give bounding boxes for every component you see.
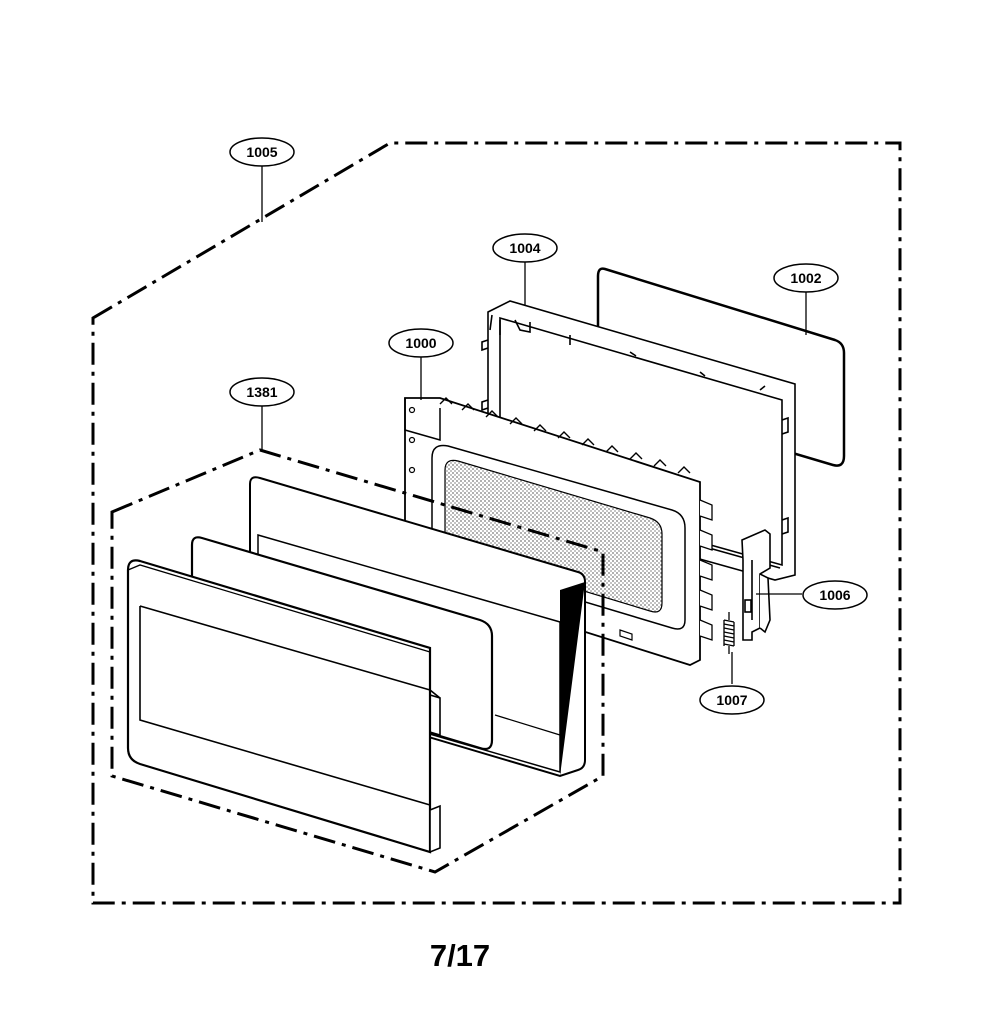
part-1007-spring (723, 612, 735, 654)
callout-label-1002: 1002 (790, 270, 821, 286)
leader-lines (261, 166, 807, 684)
callout-label-1006: 1006 (819, 587, 850, 603)
callout-1004: 1004 (492, 233, 558, 263)
callout-label-1004: 1004 (509, 240, 540, 256)
page-number: 7/17 (429, 938, 491, 973)
callout-label-1007: 1007 (716, 692, 747, 708)
callout-label-1000: 1000 (405, 335, 436, 351)
assembly-boundary-1005 (91, 141, 902, 905)
subassembly-boundary-1381 (110, 448, 605, 874)
callout-label-1005: 1005 (246, 144, 277, 160)
callout-1000: 1000 (388, 328, 454, 358)
part-1006-latch-lever (741, 529, 771, 641)
callout-1381: 1381 (229, 377, 295, 407)
callout-1006: 1006 (802, 580, 868, 610)
part-door-front-panel (126, 559, 441, 854)
callout-1007: 1007 (699, 685, 765, 715)
callout-label-1381: 1381 (246, 384, 277, 400)
callout-1002: 1002 (773, 263, 839, 293)
callout-1005: 1005 (229, 137, 295, 167)
